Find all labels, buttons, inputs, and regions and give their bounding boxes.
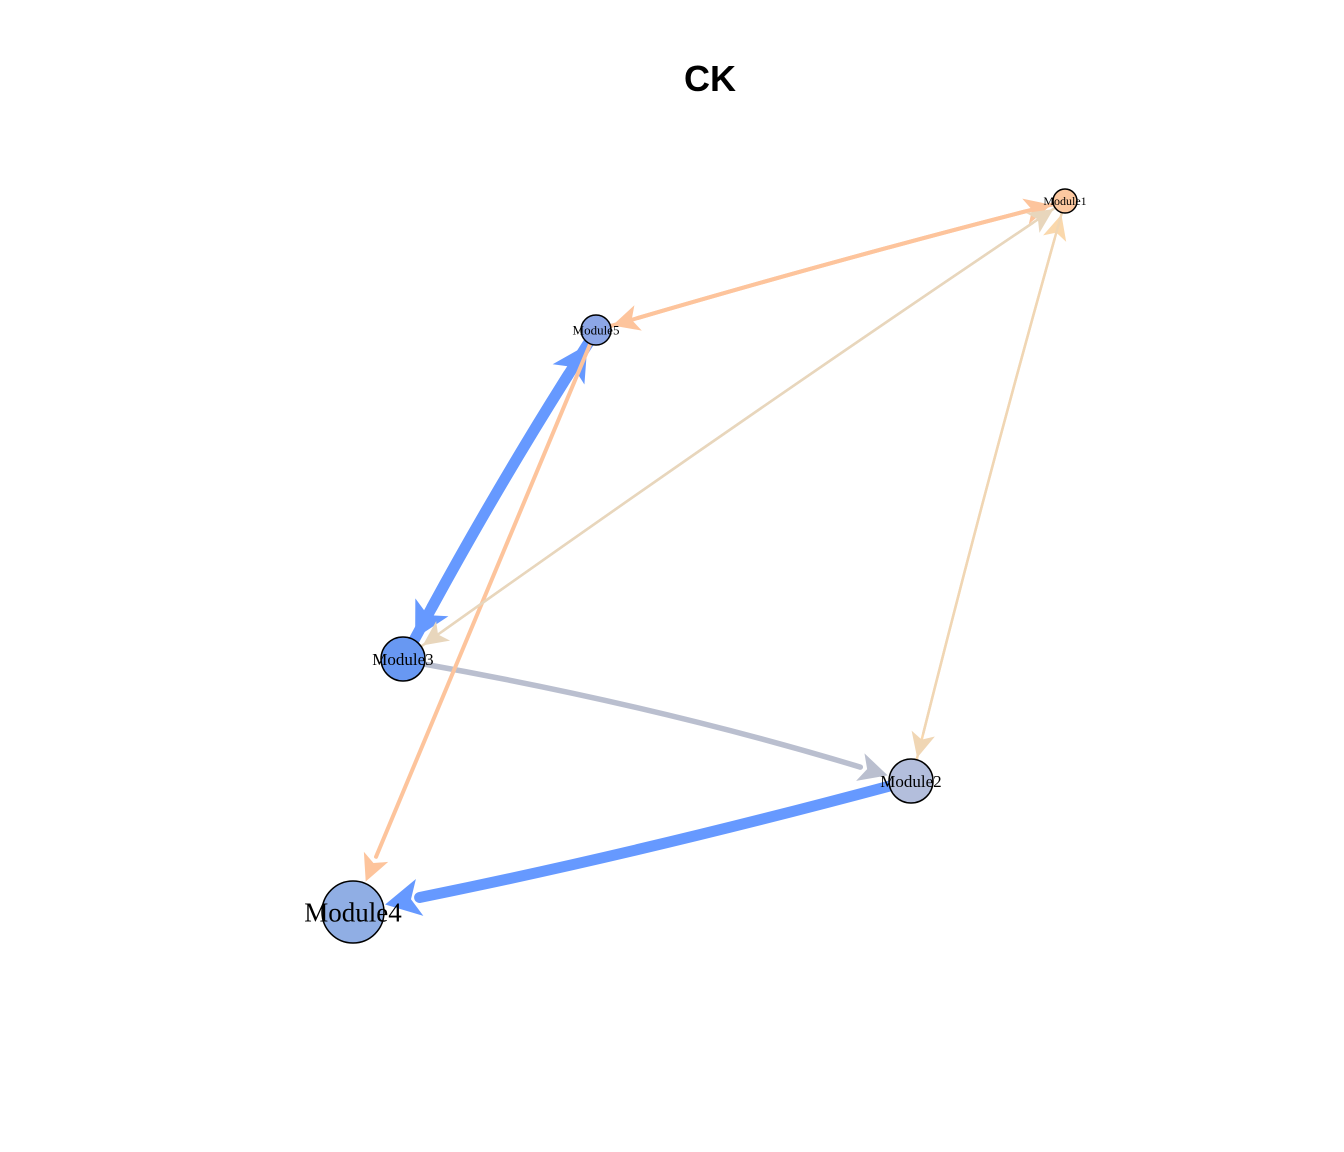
edge-module5-to-module3 xyxy=(426,337,594,613)
node-module4 xyxy=(321,880,385,944)
arrowhead-module5-to-module3 xyxy=(415,598,449,639)
node-label-module4: Module4 xyxy=(304,897,402,927)
edge-module1-to-module5 xyxy=(636,202,1056,320)
arrowhead-module5-to-module4 xyxy=(363,851,389,882)
node-label-module2: Module2 xyxy=(880,772,941,791)
node-label-module1: Module1 xyxy=(1043,194,1086,208)
node-module1 xyxy=(1052,188,1078,214)
node-module5 xyxy=(580,314,612,346)
edge-module3-to-module2 xyxy=(421,661,864,770)
edge-module5-to-module4 xyxy=(374,341,593,859)
node-label-module5: Module5 xyxy=(573,323,620,338)
edge-module1-to-module2 xyxy=(921,211,1064,735)
diagram-title: CK xyxy=(684,58,736,99)
node-label-module3: Module3 xyxy=(372,650,433,669)
arrowhead-module2-to-module4 xyxy=(385,879,424,916)
edge-module1-to-module3 xyxy=(441,206,1057,633)
arrowhead-module1-to-module3 xyxy=(422,621,451,646)
arrowhead-module3-to-module2 xyxy=(856,753,888,781)
edges-layer xyxy=(363,198,1067,916)
edge-module2-to-module4 xyxy=(414,780,896,903)
arrowhead-module1-to-module2 xyxy=(911,730,935,758)
arrowhead-module1-to-module5 xyxy=(612,305,642,331)
node-module2 xyxy=(888,758,934,804)
node-module3 xyxy=(380,636,426,682)
